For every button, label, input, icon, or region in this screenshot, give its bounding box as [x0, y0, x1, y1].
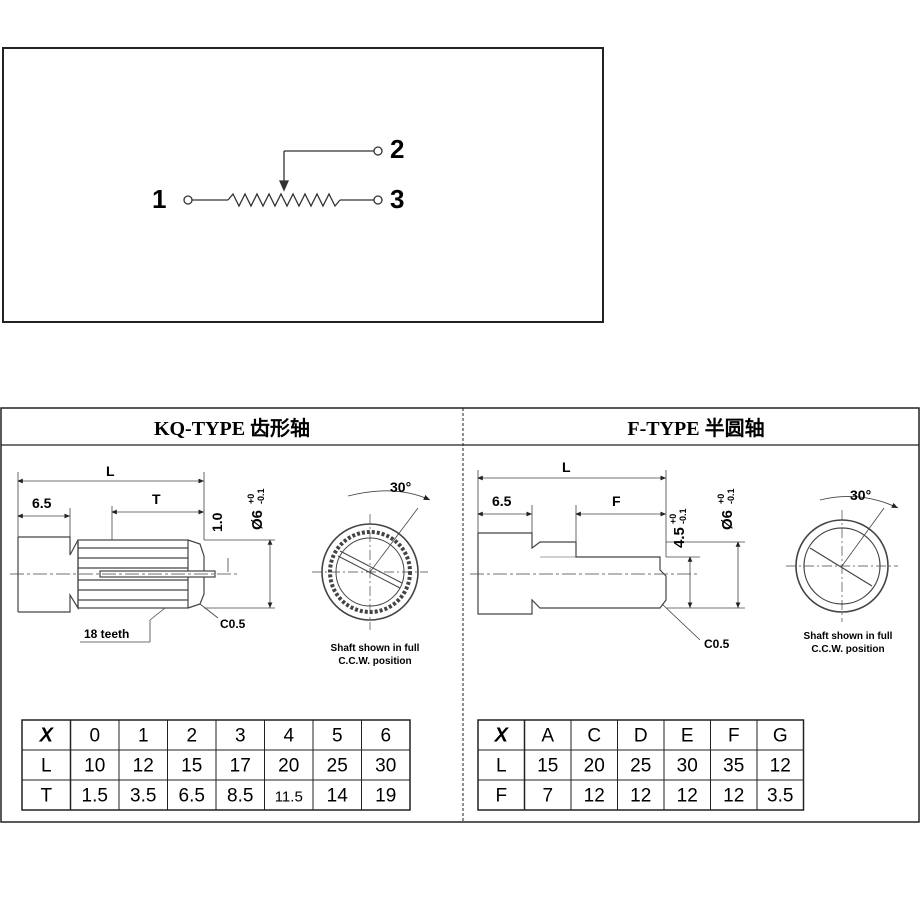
f-end-view [786, 496, 899, 622]
schematic-frame [2, 47, 604, 323]
kq-dim-dia: Ø6 [249, 510, 266, 530]
kq-table-cell: 6.5 [179, 786, 205, 807]
kq-table-cell: 20 [278, 756, 299, 777]
f-table-cell: C [587, 726, 601, 747]
kq-chamfer: C0.5 [220, 617, 246, 631]
kq-teeth: 18 teeth [84, 627, 129, 641]
f-table-cell: 3.5 [767, 786, 793, 807]
kq-table-cell: 14 [327, 786, 349, 807]
kq-table-cell: 0 [89, 726, 100, 747]
kq-table-cell: 5 [332, 726, 343, 747]
kq-table-cell: 2 [186, 726, 197, 747]
f-table-cell: 35 [723, 756, 744, 777]
pin2-label: 2 [390, 134, 404, 164]
f-dim-dia: Ø6 [719, 510, 736, 530]
kq-dim-1-0: 1.0 [209, 512, 225, 532]
pin1-label: 1 [152, 184, 166, 214]
f-dim-4-5-tol-bot: -0.1 [678, 508, 688, 524]
kq-dim-T: T [152, 491, 161, 507]
f-table-cell: 20 [584, 756, 605, 777]
f-table-cell: 12 [723, 786, 744, 807]
f-caption-2: C.C.W. position [811, 644, 884, 655]
f-table-cell: F [495, 786, 507, 807]
kq-dim-L: L [106, 463, 115, 479]
kq-table-cell: 4 [283, 726, 294, 747]
f-dim-4-5-tol-top: +0 [668, 514, 678, 524]
spec-panel-frame [0, 407, 920, 823]
kq-table-cell: 3 [235, 726, 246, 747]
kq-table-cell: 30 [375, 756, 396, 777]
f-table-cell: 12 [630, 786, 651, 807]
kq-table-cell: 17 [230, 756, 251, 777]
f-table-cell: 30 [677, 756, 698, 777]
kq-table-cell: 12 [133, 756, 154, 777]
kq-caption-2: C.C.W. position [338, 656, 411, 667]
kq-table-cell: 19 [375, 786, 396, 807]
f-table-cell: X [494, 725, 510, 747]
f-dim-F: F [612, 493, 621, 509]
kq-dim-6-5: 6.5 [32, 495, 52, 511]
f-table-cell: 12 [677, 786, 698, 807]
kq-table-cell: T [40, 786, 52, 807]
f-chamfer: C0.5 [704, 637, 730, 651]
kq-angle: 30° [390, 479, 411, 495]
f-shaft-drawing [470, 470, 745, 641]
kq-table-cell: 10 [84, 756, 105, 777]
kq-title: KQ-TYPE 齿形轴 [154, 416, 310, 440]
f-table-cell: E [681, 726, 694, 747]
f-dim-L: L [562, 459, 571, 475]
kq-dim-dia-tol-top: +0 [246, 494, 256, 504]
kq-table-cell: 11.5 [275, 789, 303, 806]
kq-table-cell: X [39, 725, 55, 747]
f-angle: 30° [850, 487, 871, 503]
kq-table-cell: 15 [181, 756, 202, 777]
kq-dim-dia-tol-bot: -0.1 [256, 488, 266, 504]
kq-table-cell: 1 [138, 726, 149, 747]
f-dim-dia-tol-bot: -0.1 [726, 488, 736, 504]
f-table-cell: 25 [630, 756, 651, 777]
pin3-label: 3 [390, 184, 404, 214]
kq-table-cell: 3.5 [130, 786, 156, 807]
f-title: F-TYPE 半圆轴 [627, 416, 764, 440]
kq-table-cell: 8.5 [227, 786, 253, 807]
f-dim-dia-tol-top: +0 [716, 494, 726, 504]
f-table-cell: 15 [537, 756, 558, 777]
f-table-cell: A [541, 726, 554, 747]
f-table-cell: 12 [770, 756, 791, 777]
kq-table-cell: 1.5 [82, 786, 108, 807]
f-table-cell: D [634, 726, 648, 747]
f-dim-6-5: 6.5 [492, 493, 512, 509]
kq-table-cell: 6 [380, 726, 391, 747]
f-table-cell: 7 [542, 786, 553, 807]
potentiometer-symbol [183, 146, 383, 208]
f-caption-1: Shaft shown in full [804, 631, 893, 642]
f-table-frame [477, 719, 805, 811]
f-table-cell: G [773, 726, 788, 747]
kq-end-view [312, 490, 431, 630]
f-table-cell: F [728, 726, 740, 747]
f-table-cell: 12 [584, 786, 605, 807]
f-table-cell: L [496, 756, 507, 777]
kq-table-cell: L [41, 756, 52, 777]
kq-caption-1: Shaft shown in full [331, 643, 420, 654]
kq-table-cell: 25 [327, 756, 348, 777]
kq-shaft-drawing [10, 472, 275, 643]
f-dim-4-5: 4.5 [671, 527, 688, 548]
